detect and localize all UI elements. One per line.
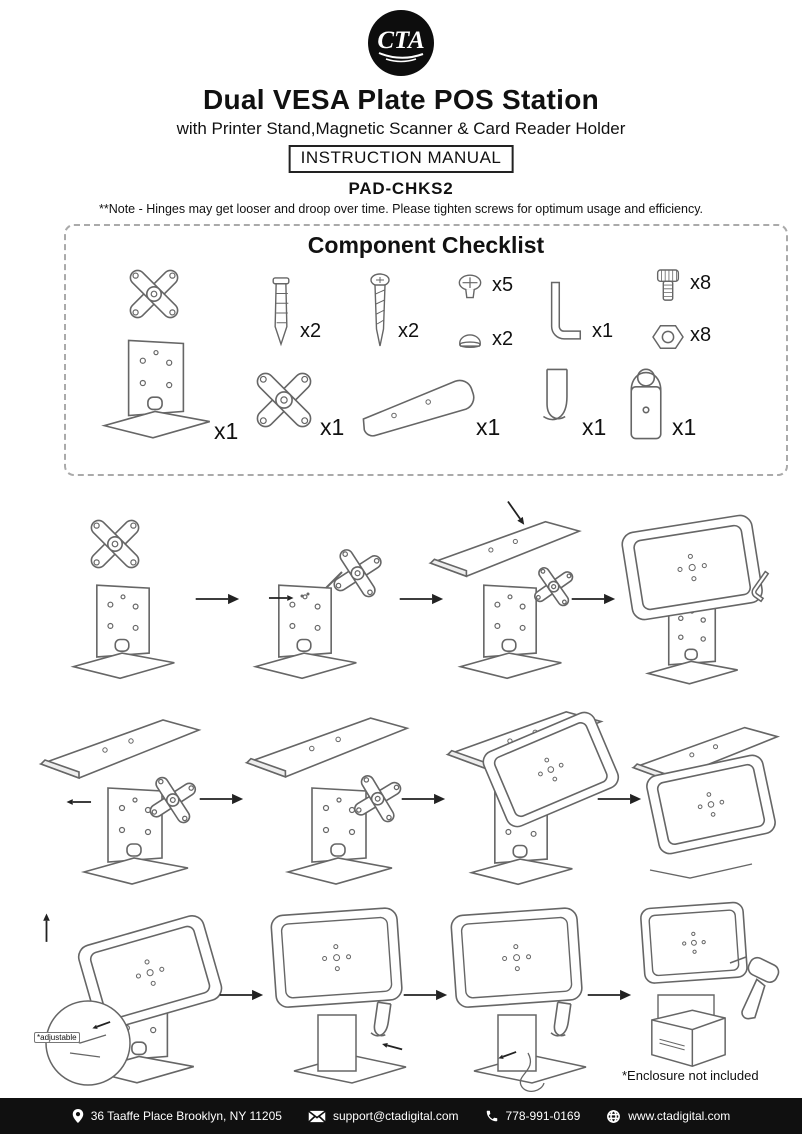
footer-website-text: www.ctadigital.com: [628, 1109, 731, 1123]
card-reader-holder-icon: [542, 368, 568, 421]
checklist-title: Component Checklist: [307, 232, 545, 258]
note-text: **Note - Hinges may get looser and droop…: [98, 202, 703, 216]
location-pin-icon: [72, 1109, 83, 1123]
vesa-cross-plate-icon: [253, 369, 315, 431]
qty-label: x2: [398, 320, 420, 342]
scanner-holder-icon: [630, 368, 662, 440]
footer-phone-text: 778-991-0169: [505, 1109, 581, 1123]
footer-bar: 36 Taaffe Place Brooklyn, NY 11205 suppo…: [0, 1098, 802, 1134]
qty-label: x1: [672, 414, 697, 440]
wall-anchor-icon: [272, 277, 290, 345]
cta-logo-text: CTA: [377, 27, 424, 54]
qty-label: x1: [592, 320, 614, 342]
assembly-step-3-2: [269, 906, 414, 1091]
step-arrow: [194, 593, 240, 605]
footer-phone: 778-991-0169: [485, 1109, 581, 1123]
page-title: Dual VESA Plate POS Station: [202, 84, 600, 115]
footer-address-text: 36 Taaffe Place Brooklyn, NY 11205: [90, 1109, 282, 1123]
footer-email-text: support@ctadigital.com: [332, 1109, 459, 1123]
assembly-step-3-3: [449, 906, 594, 1091]
component-checklist-box: Component Checklist x1 x2 x2 x5 x2 x1 x: [64, 224, 788, 476]
phone-icon: [486, 1110, 497, 1122]
mounting-screw-icon: [370, 273, 390, 347]
qty-label: x1: [582, 414, 607, 440]
assembly-step-2-4: [632, 726, 779, 884]
qty-label: x1: [476, 414, 501, 440]
footer-website: www.ctadigital.com: [606, 1109, 730, 1124]
hex-nut-icon: [652, 325, 684, 349]
qty-label: x5: [492, 274, 514, 296]
qty-label: x1: [320, 414, 345, 440]
qty-label: x1: [214, 418, 239, 444]
assembly-step-1-4: [619, 512, 777, 685]
assembly-step-2-3: [447, 705, 628, 886]
instruction-manual-label: INSTRUCTION MANUAL: [288, 145, 514, 173]
email-icon: [308, 1110, 326, 1123]
footer-email: support@ctadigital.com: [308, 1109, 459, 1123]
qty-label: x8: [690, 324, 712, 346]
allen-key-icon: [550, 281, 581, 340]
footer-address: 36 Taaffe Place Brooklyn, NY 11205: [72, 1108, 282, 1124]
qty-label: x2: [492, 328, 514, 350]
printer-stand-plate-icon: [362, 379, 475, 437]
model-number: PAD-CHKS2: [348, 179, 454, 198]
qty-label: x2: [300, 320, 322, 342]
page-subtitle: with Printer Stand,Magnetic Scanner & Ca…: [176, 119, 626, 138]
cta-logo: CTA: [368, 10, 434, 76]
globe-icon: [606, 1109, 621, 1124]
small-screw-icon: [458, 274, 482, 299]
assembly-step-1-2: [254, 545, 386, 680]
assembly-step-3-4: [639, 901, 784, 1067]
enclosure-note: *Enclosure not included: [622, 1068, 759, 1083]
adjustable-label: *adjustable: [34, 1032, 80, 1043]
assembly-step-1-1: [72, 516, 176, 680]
assembly-step-3-1: [42, 910, 228, 1095]
rubber-cap-icon: [459, 334, 481, 348]
main-stand-icon: [103, 266, 211, 439]
socket-bolt-icon: [656, 269, 680, 301]
qty-label: x8: [690, 272, 712, 294]
